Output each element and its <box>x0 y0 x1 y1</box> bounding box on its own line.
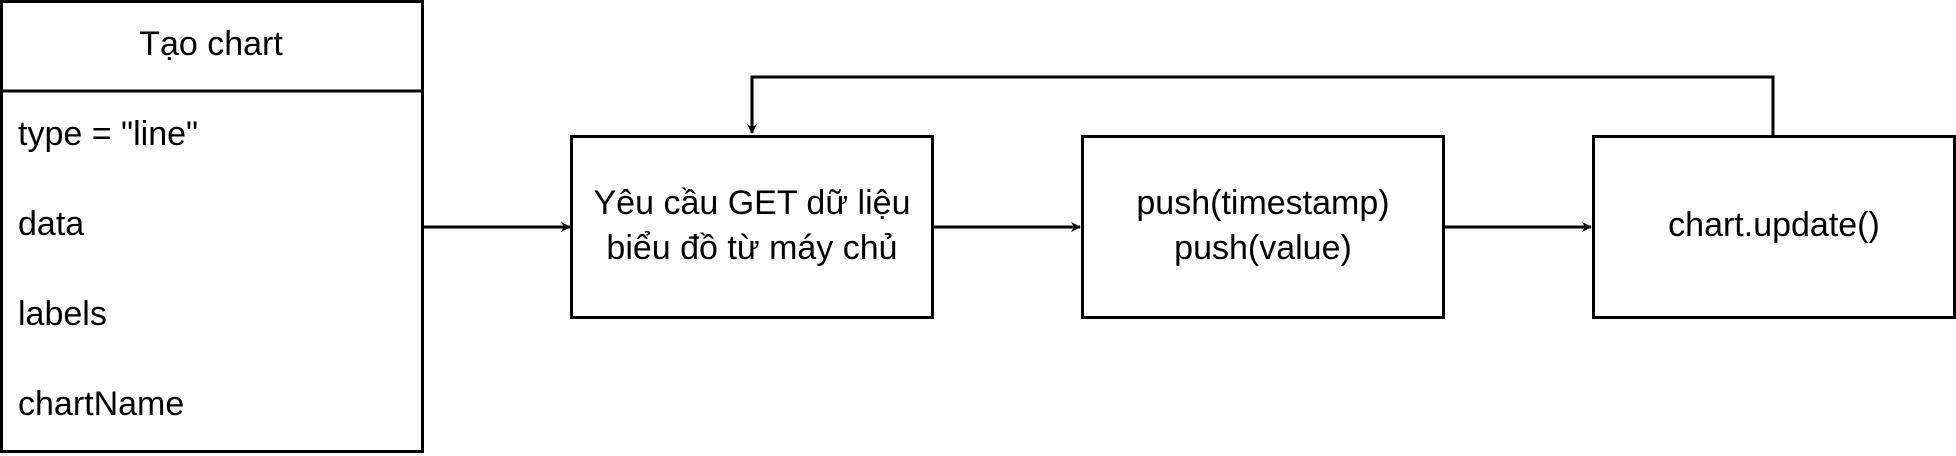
step-get-request-line-2: biểu đồ từ máy chủ <box>606 229 897 267</box>
arrow-update-loop-back <box>747 75 1775 136</box>
step-push-data: push(timestamp) push(value) <box>1081 135 1445 319</box>
step-get-request-line-1: Yêu cầu GET dữ liệu <box>594 184 911 222</box>
chart-class-box: Tạo chart type = "line" data labels char… <box>0 0 424 453</box>
class-box-frame <box>0 0 424 453</box>
step-push-data-line-1: push(timestamp) <box>1136 184 1389 222</box>
class-field-chartname: chartName <box>18 385 184 423</box>
step-chart-update: chart.update() <box>1592 135 1956 319</box>
step-chart-update-box <box>1592 135 1956 319</box>
step-push-data-box <box>1081 135 1445 319</box>
step-get-request-box <box>570 135 934 319</box>
class-field-data: data <box>18 205 84 243</box>
step-push-data-line-2: push(value) <box>1174 229 1352 267</box>
class-box-title: Tạo chart <box>139 25 283 63</box>
class-field-type: type = "line" <box>18 115 198 153</box>
class-field-labels: labels <box>18 295 107 333</box>
step-chart-update-label: chart.update() <box>1668 206 1880 244</box>
step-get-request: Yêu cầu GET dữ liệu biểu đồ từ máy chủ <box>570 135 934 319</box>
